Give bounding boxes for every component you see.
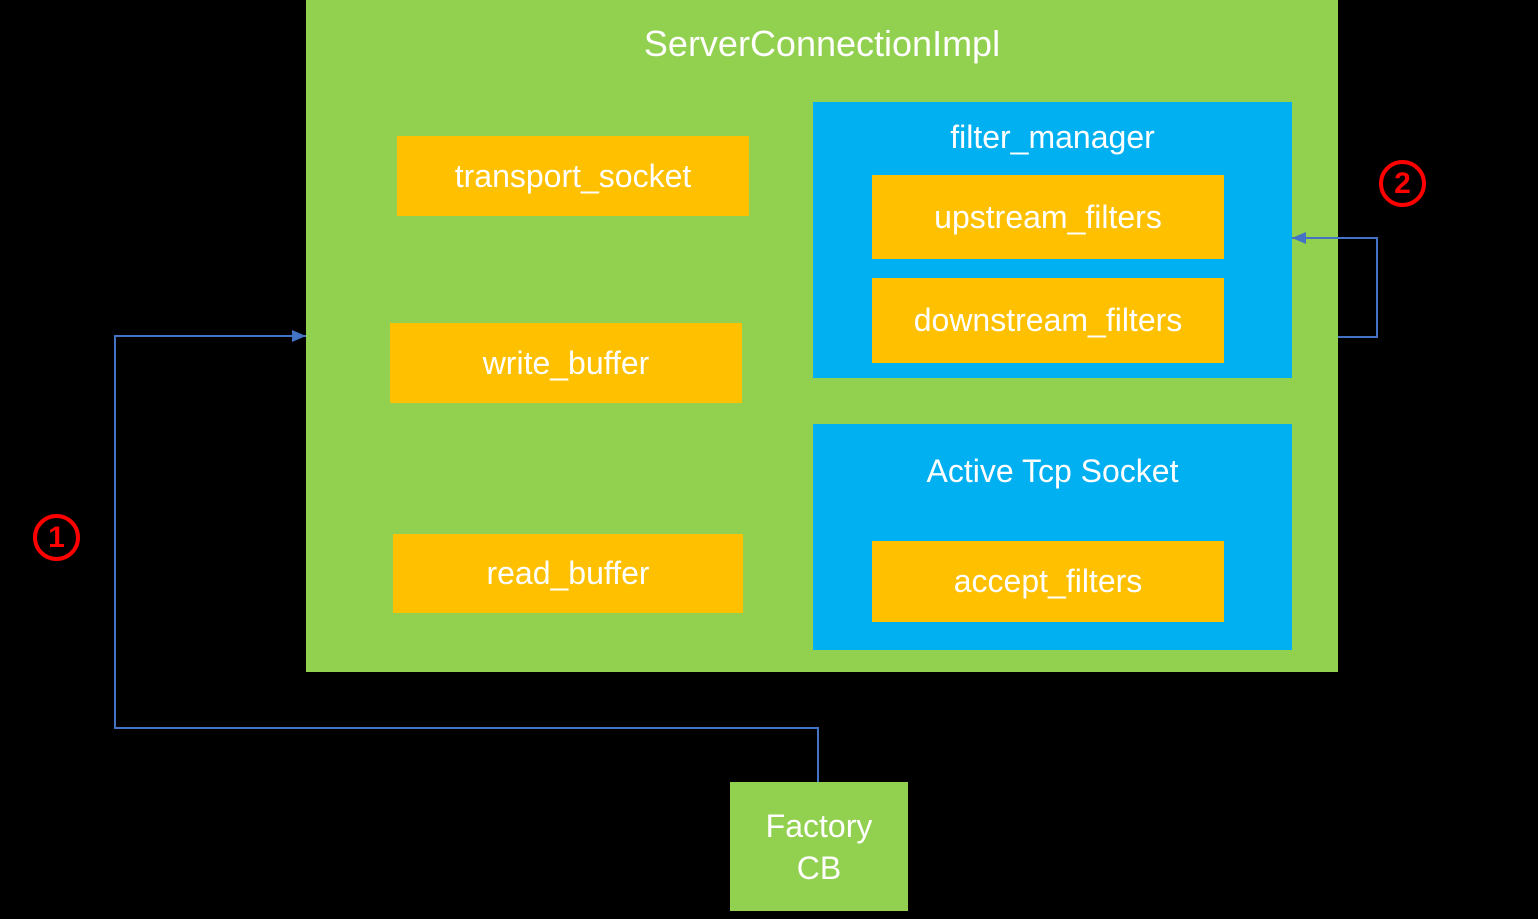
step-2-number: 2 bbox=[1394, 166, 1411, 200]
downstream-filters-label: downstream_filters bbox=[913, 302, 1183, 338]
factory-cb-label-line1: Factory bbox=[765, 807, 873, 844]
server-connection-impl-title: ServerConnectionImpl bbox=[643, 23, 1001, 64]
read-buffer-label: read_buffer bbox=[486, 555, 650, 591]
upstream-filters-label: upstream_filters bbox=[934, 198, 1162, 235]
step-2-badge: 2 bbox=[1379, 160, 1426, 207]
step-1-number: 1 bbox=[48, 520, 65, 554]
step-1-badge: 1 bbox=[33, 514, 80, 561]
transport-socket-box: transport_socket bbox=[397, 136, 749, 216]
server-connection-impl-box: ServerConnectionImpl transport_socket wr… bbox=[306, 0, 1338, 672]
filter-manager-box: filter_manager upstream_filters downstre… bbox=[813, 102, 1292, 378]
downstream-filters-box: downstream_filters bbox=[872, 278, 1224, 363]
upstream-filters-box: upstream_filters bbox=[872, 175, 1224, 259]
factory-cb-label-line2: CB bbox=[796, 849, 842, 886]
accept-filters-label: accept_filters bbox=[953, 563, 1143, 599]
active-tcp-socket-box: Active Tcp Socket accept_filters bbox=[813, 424, 1292, 650]
transport-socket-label: transport_socket bbox=[454, 157, 692, 194]
write-buffer-label: write_buffer bbox=[482, 344, 650, 381]
read-buffer-box: read_buffer bbox=[393, 534, 743, 613]
write-buffer-box: write_buffer bbox=[390, 323, 742, 403]
active-tcp-socket-title: Active Tcp Socket bbox=[926, 453, 1179, 489]
filter-manager-title: filter_manager bbox=[950, 118, 1155, 155]
factory-cb-box: Factory CB bbox=[730, 782, 908, 911]
accept-filters-box: accept_filters bbox=[872, 541, 1224, 622]
